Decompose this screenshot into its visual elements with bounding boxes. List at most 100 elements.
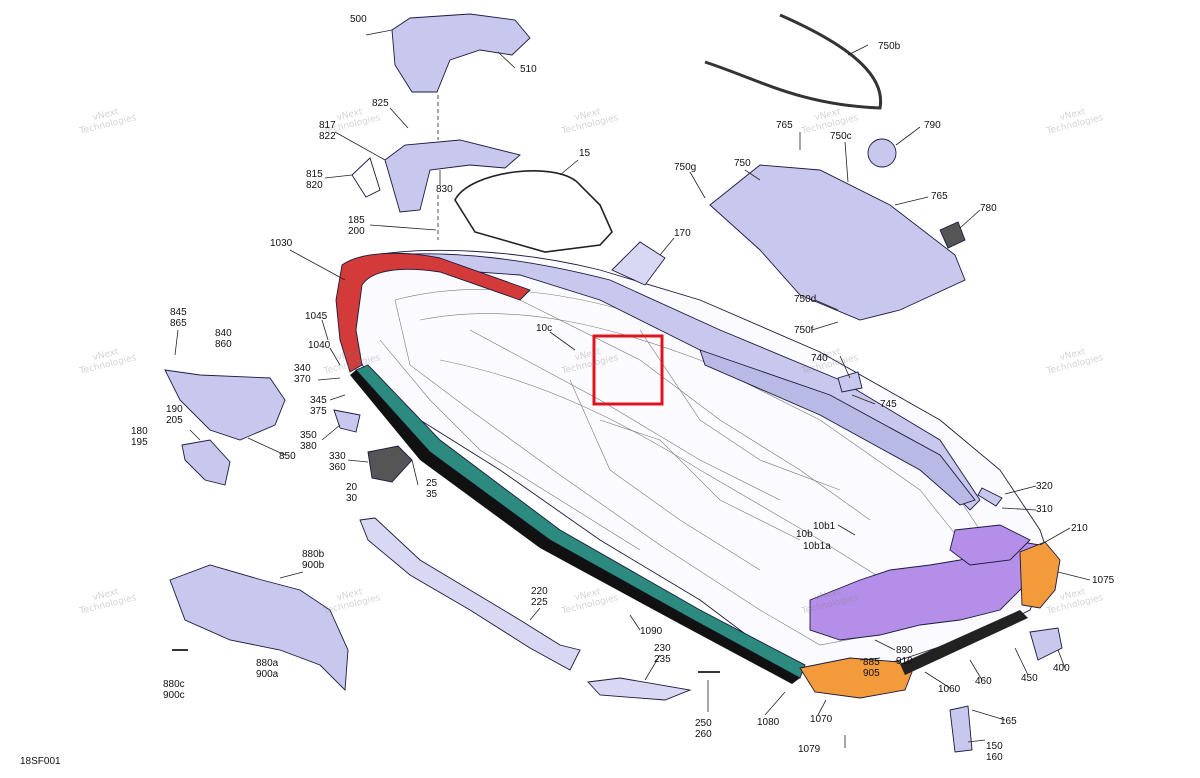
callout: 350 [300,430,317,441]
callout: 210 [1071,523,1088,534]
callout: 1040 [308,340,331,351]
callout: 400 [1053,663,1070,674]
callout: 1045 [305,311,328,322]
callout: 822 [319,131,336,142]
callout: 880b [302,549,325,560]
part-230-strip [587,677,692,701]
callout: 850 [279,451,296,462]
callout: 815 [306,169,323,180]
callout: 195 [131,437,148,448]
callout: 260 [695,729,712,740]
part-350-bracket [333,409,361,433]
part-150-plate [949,705,973,753]
callout: 740 [811,353,828,364]
red-trim [335,252,531,373]
figure-code: 18SF001 [20,756,61,767]
leader-lines [174,29,1091,748]
callout: 185 [348,215,365,226]
callout: 200 [348,226,365,237]
callout: 845 [170,307,187,318]
part-180-vent [181,439,231,486]
callout: 30 [346,493,358,504]
callout: 1075 [1092,575,1115,586]
callout: 150 [986,741,1003,752]
callout: 330 [329,451,346,462]
highlight-box [592,334,664,406]
callout: 900b [302,560,325,571]
callout: 750g [674,162,697,173]
part-170-plate [611,241,666,286]
callout: 345 [310,395,327,406]
callout: 10c [536,323,553,334]
orange-bumper-left [799,657,913,699]
callout: 25 [426,478,438,489]
callout: 765 [776,120,793,131]
callout: 750f [794,325,814,336]
callout: 510 [520,64,537,75]
callout: 1079 [798,744,821,755]
callout: 220 [531,586,548,597]
part-320-clip [977,487,1003,507]
callout: 165 [1000,716,1017,727]
callout: 160 [986,752,1003,763]
callout: 450 [1021,673,1038,684]
callout: 310 [1036,504,1053,515]
callout: 10b1a [803,541,831,552]
part-880a-panel [169,564,349,692]
callout: 500 [350,14,367,25]
callout: 817 [319,120,336,131]
callout: 460 [975,676,992,687]
part-400-bracket [1029,627,1063,661]
callout: 750d [794,294,817,305]
callout: 235 [654,654,671,665]
callout: 380 [300,441,317,452]
part-750-tray [709,164,966,321]
callout: 750b [878,41,901,52]
side-panel-right [699,349,976,506]
callout: 1070 [810,714,833,725]
part-220-strip [359,517,581,671]
callout: 320 [1036,481,1053,492]
callout: 905 [863,668,880,679]
callout: 20 [346,482,358,493]
part-817-lid [384,139,521,213]
callout: 900a [256,669,279,680]
callout: 880a [256,658,279,669]
callout: 1060 [938,684,961,695]
callout: 860 [215,339,232,350]
callout: 820 [306,180,323,191]
teal-bumper [355,364,806,679]
callout: 880c [163,679,185,690]
callout: 375 [310,406,327,417]
callout: 910 [896,656,913,667]
callout: 865 [170,318,187,329]
callout: 780 [980,203,997,214]
callout: 225 [531,597,548,608]
callout: 370 [294,374,311,385]
callout: 745 [880,399,897,410]
callout: 890 [896,645,913,656]
rear-rail [900,610,1028,675]
callout: 15 [579,148,591,159]
rear-mat-upper [949,524,1031,566]
part-780-clip [939,221,966,249]
part-750b-cable [704,13,883,110]
callout: 10b1 [813,521,836,532]
callout: 1030 [270,238,293,249]
callout: 205 [166,415,183,426]
callout: 340 [294,363,311,374]
callout: 1080 [757,717,780,728]
part-815-bracket [351,157,381,198]
part-15-seal [454,170,613,253]
callout: 360 [329,462,346,473]
callout: 35 [426,489,438,500]
callout: 830 [436,184,453,195]
callout: 170 [674,228,691,239]
callout: 885 [863,657,880,668]
part-840-panel [164,369,286,441]
callout: 10b [796,529,813,540]
callout: 840 [215,328,232,339]
callout: 790 [924,120,941,131]
